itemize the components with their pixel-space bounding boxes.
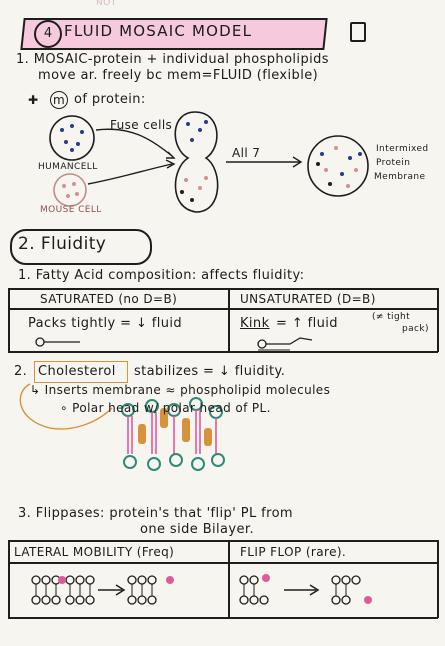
all-label: All 7 <box>232 146 261 160</box>
mouse-cell-label: MOUSE CELL <box>40 205 102 215</box>
cholesterol-box <box>34 361 128 383</box>
cholesterol-word: Cholesterol <box>38 364 116 379</box>
cholesterol-number: 2. <box>14 364 28 379</box>
table2-left-border <box>8 540 10 618</box>
inserts-line: ↳ Inserts membrane ≈ phospholipid molecu… <box>30 383 331 397</box>
polar-head-line: ∘ Polar head w/ polar head of PL. <box>60 401 271 415</box>
flip-flop-header: FLIP FLOP (rare). <box>240 545 347 559</box>
plus-icon: ✚ <box>28 93 39 107</box>
flippase-diagram <box>31 574 372 605</box>
page-title: FLUID MOSAIC MODEL <box>64 22 253 40</box>
human-cell-proteins <box>60 124 84 152</box>
table1-header-border <box>8 308 438 310</box>
human-cell-label: HUMANCELL <box>38 162 98 172</box>
table1-mid-border <box>228 288 230 352</box>
section-number-circle: 4 <box>34 20 62 48</box>
cholesterol-molecules <box>138 408 212 446</box>
fused-cell <box>174 111 219 213</box>
checkbox-doodle <box>350 22 366 42</box>
unsaturated-cell: = ↑ fluid <box>276 316 338 331</box>
cholesterol-line: stabilizes = ↓ fluidity. <box>134 364 286 379</box>
mouse-cell-proteins <box>62 182 79 198</box>
lateral-mobility-header: LATERAL MOBILITY (Freq) <box>14 545 175 559</box>
table1-left-border <box>8 288 10 352</box>
phospholipid-heads-bottom <box>123 453 225 471</box>
table2-bottom-border <box>8 617 438 619</box>
table1-bottom-border <box>8 351 438 353</box>
fluidity-heading-bubble <box>10 229 152 265</box>
saturated-cell: Packs tightly = ↓ fluid <box>28 316 183 331</box>
unsaturated-header: UNSATURATED (D=B) <box>240 292 376 306</box>
protein-line: of protein: <box>74 92 146 107</box>
cholesterol-diagram <box>19 383 225 471</box>
table2-top-border <box>8 540 438 542</box>
phospholipid-tails <box>127 410 217 454</box>
tight-pack-note-1: (≠ tight <box>372 312 411 322</box>
tight-pack-note-2: pack) <box>402 324 429 334</box>
flippase-line-1: 3. Flippases: protein's that 'flip' PL f… <box>18 506 293 521</box>
fuse-cells-label: Fuse cells <box>110 118 173 132</box>
intermixed-label-2: Protein <box>376 158 411 168</box>
intermixed-label-1: Intermixed <box>376 144 429 154</box>
saturated-header: SATURATED (no D=B) <box>40 292 178 306</box>
intermixed-proteins <box>316 146 362 188</box>
m-circle: m <box>50 91 68 109</box>
cell-fusion-diagram <box>49 111 369 213</box>
table1-top-border <box>8 288 438 290</box>
intermixed-cell <box>307 135 369 197</box>
fatty-acid-line: 1. Fatty Acid composition: affects fluid… <box>18 268 305 283</box>
faint-header-text: NOT <box>96 0 117 8</box>
table2-header-border <box>8 562 438 564</box>
table2-mid-border <box>228 540 230 618</box>
flip-flop-drawing <box>239 574 372 605</box>
fatty-acid-doodles <box>35 337 313 351</box>
fluidity-heading: 2. Fluidity <box>18 234 107 254</box>
kink-word: Kink <box>240 316 270 331</box>
table1-right-border <box>437 288 439 352</box>
flippase-line-2: one side Bilayer. <box>140 522 254 537</box>
fused-cell-proteins <box>180 120 208 202</box>
mouse-cell <box>53 173 87 207</box>
intermixed-label-3: Membrane <box>374 172 426 182</box>
human-cell <box>49 115 95 161</box>
mosaic-line-1: 1. MOSAIC-protein + individual phospholi… <box>16 52 329 67</box>
lateral-mobility-drawing <box>31 575 174 605</box>
table2-right-border <box>437 540 439 618</box>
mosaic-line-2: move ar. freely bc mem=FLUID (flexible) <box>38 68 319 83</box>
